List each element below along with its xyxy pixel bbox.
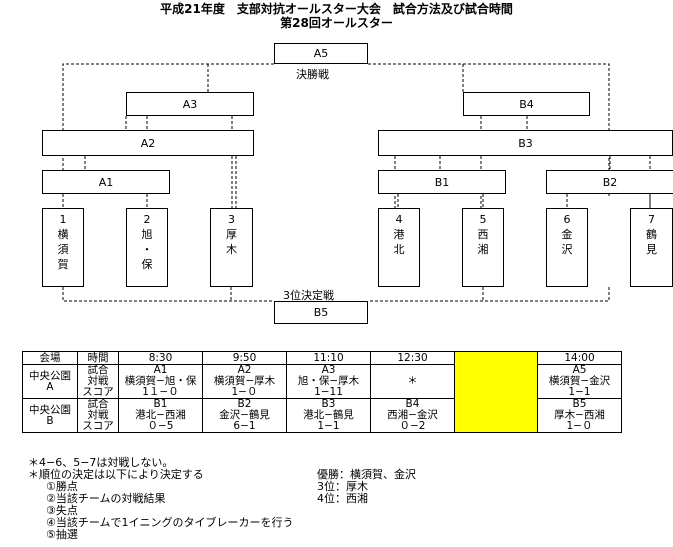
- match-a3-label: A3: [182, 97, 198, 111]
- team-name-char: 見: [646, 243, 657, 256]
- header-slot-4: 12:30: [370, 351, 455, 365]
- result-line: 4位：西湘: [317, 492, 368, 505]
- third-place-box: B5: [274, 301, 368, 324]
- match-b3-label: B3: [518, 136, 533, 150]
- note-line: ③失点: [46, 504, 78, 517]
- team-box-7: 7 鶴 見: [630, 208, 673, 287]
- match-b3-box: B3: [378, 130, 673, 156]
- team-number: 3: [228, 213, 235, 226]
- result-line: 3位：厚木: [317, 480, 368, 493]
- team-box-3: 3 厚 木: [210, 208, 253, 287]
- team-name-char: 西: [477, 228, 489, 241]
- team-name-char: 厚: [226, 228, 237, 241]
- note-line: ①勝点: [46, 480, 78, 493]
- match-b2-label: B2: [602, 175, 618, 189]
- team-number: 6: [563, 213, 571, 226]
- header-time: 時間: [77, 351, 119, 365]
- header-slot-3: 11:10: [286, 351, 371, 365]
- final-label: 決勝戦: [296, 68, 329, 81]
- side-labels: 試合対戦スコア: [77, 398, 119, 433]
- schedule-header-row: 会場 時間 8:30 9:50 11:10 12:30 14:00: [22, 351, 622, 433]
- team-name-char: 賀: [57, 258, 69, 271]
- final-match-box: A5: [274, 43, 368, 64]
- highlight-cell: [454, 351, 538, 433]
- note-line: ＊4−6、5−7は対戦しない。: [28, 456, 174, 469]
- match-a2-box: A2: [42, 130, 254, 156]
- header-slot-6: 14:00: [537, 351, 622, 365]
- page-subtitle: 第28回オールスター: [280, 16, 393, 30]
- team-box-1: 1 横 須 賀: [42, 208, 84, 287]
- match-b4-box: B4: [463, 92, 590, 116]
- team-name-char: 木: [226, 243, 237, 256]
- team-number: 7: [648, 213, 655, 226]
- team-number: 1: [59, 213, 67, 226]
- team-name-char: 横: [57, 228, 69, 241]
- team-box-5: 5 西 湘: [462, 208, 504, 287]
- results-block: 優勝：横須賀、金沢 3位：厚木 4位：西湘: [317, 469, 416, 505]
- team-box-4: 4 港 北: [378, 208, 420, 287]
- third-place-match-label: B5: [313, 306, 329, 319]
- note-line: ②当該チームの対戦結果: [46, 492, 166, 505]
- game-cell: ＊: [370, 364, 455, 399]
- team-name-char: 旭: [141, 228, 153, 241]
- match-b4-label: B4: [519, 97, 534, 111]
- team-name-char: 港: [393, 228, 405, 241]
- header-slot-1: 8:30: [118, 351, 203, 365]
- team-box-2: 2 旭 ・ 保: [126, 208, 168, 287]
- team-name-char: 沢: [561, 243, 573, 256]
- match-b1-box: B1: [378, 170, 506, 194]
- final-match-label: A5: [313, 47, 329, 60]
- team-number: 5: [479, 213, 487, 226]
- team-number: 2: [143, 213, 151, 226]
- team-name-char: 鶴: [646, 228, 657, 241]
- team-name-char: ・: [141, 243, 153, 256]
- page-title: 平成21年度 支部対抗オールスター大会 試合方法及び試合時間: [160, 2, 513, 16]
- match-b1-label: B1: [434, 175, 450, 189]
- team-number: 4: [395, 213, 403, 226]
- match-a3-box: A3: [126, 92, 254, 116]
- note-line: ＊順位の決定は以下により決定する: [28, 468, 204, 481]
- note-line: ④当該チームで1イニングのタイブレーカーを行う: [46, 516, 294, 529]
- match-a1-label: A1: [98, 175, 114, 189]
- match-a2-label: A2: [140, 136, 156, 150]
- third-place-label: 3位決定戦: [283, 289, 334, 302]
- notes-block: ＊4−6、5−7は対戦しない。 ＊順位の決定は以下により決定する ①勝点 ②当該…: [28, 457, 294, 541]
- match-a1-box: A1: [42, 170, 170, 194]
- note-line: ⑤抽選: [46, 528, 78, 541]
- header-slot-2: 9:50: [202, 351, 287, 365]
- team-name-char: 湘: [477, 243, 489, 256]
- match-b2-box: B2: [546, 170, 673, 194]
- header-venue: 会場: [22, 351, 78, 365]
- team-name-char: 北: [393, 243, 405, 256]
- team-name-char: 金: [561, 228, 573, 241]
- team-box-6: 6 金 沢: [546, 208, 588, 287]
- side-labels: 試合対戦スコア: [77, 364, 119, 399]
- team-name-char: 須: [57, 243, 69, 256]
- team-name-char: 保: [141, 258, 153, 271]
- result-line: 優勝：横須賀、金沢: [317, 468, 416, 481]
